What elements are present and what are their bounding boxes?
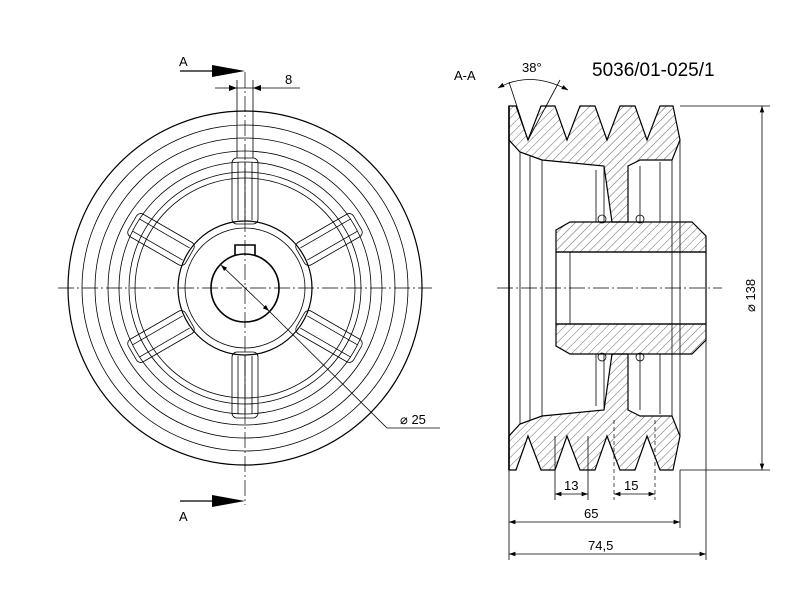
bore-diameter-label: ⌀ 25 [400, 412, 426, 427]
groove-angle-label: 38° [522, 60, 542, 75]
hub-upper-section [555, 221, 707, 253]
lower-rim-section [508, 353, 681, 471]
fillet-lower-left [597, 352, 607, 362]
slot-width-label: 8 [285, 72, 292, 87]
front-rim-ring-4 [107, 150, 383, 426]
spoke-upper-right [295, 213, 363, 266]
front-hub-outer [177, 220, 313, 356]
angle-extension-left [508, 81, 529, 141]
bore-diameter-leader [268, 310, 388, 429]
spoke-lower-left [127, 310, 195, 363]
spoke-upper-left [127, 213, 195, 266]
cut-arrow-bottom-head [212, 495, 245, 507]
spoke-lower-right [295, 310, 363, 363]
spoke-top [231, 157, 259, 225]
total-width-label: 74,5 [588, 538, 613, 553]
fillet-lower-right [635, 352, 645, 362]
groove-width-label: 13 [564, 478, 578, 493]
section-bore [555, 251, 707, 325]
fillet-upper-left [597, 214, 607, 224]
front-rim-ring-3 [94, 137, 396, 439]
front-rim-ring-2 [81, 124, 409, 452]
bore-diameter-line [220, 264, 270, 312]
upper-rim-section [508, 105, 681, 223]
cut-arrow-top-head [212, 65, 245, 77]
front-outer-rim [67, 110, 423, 466]
section-label: A-A [454, 68, 476, 83]
angle-extension-right [527, 79, 561, 141]
hub-lower-section [555, 323, 707, 355]
spoke-bottom [231, 351, 259, 419]
front-view: ⌀ 25 8 A A [58, 54, 440, 524]
cut-marker-top-label: A [179, 54, 188, 69]
front-hub-ring [184, 227, 306, 349]
cut-marker-bottom-label: A [179, 509, 188, 524]
fillet-upper-right [635, 214, 645, 224]
section-view: A-A 5036/01-025/1 [454, 60, 770, 560]
slot-arrow-left [229, 85, 237, 91]
front-keyway [234, 244, 256, 256]
part-number: 5036/01-025/1 [592, 60, 715, 81]
outer-diameter-label: ⌀ 138 [743, 279, 758, 312]
front-bore [210, 253, 280, 323]
rim-width-label: 65 [584, 506, 598, 521]
groove-pitch-label: 15 [624, 478, 638, 493]
slot-arrow-right [253, 85, 261, 91]
angle-arc [497, 79, 569, 91]
